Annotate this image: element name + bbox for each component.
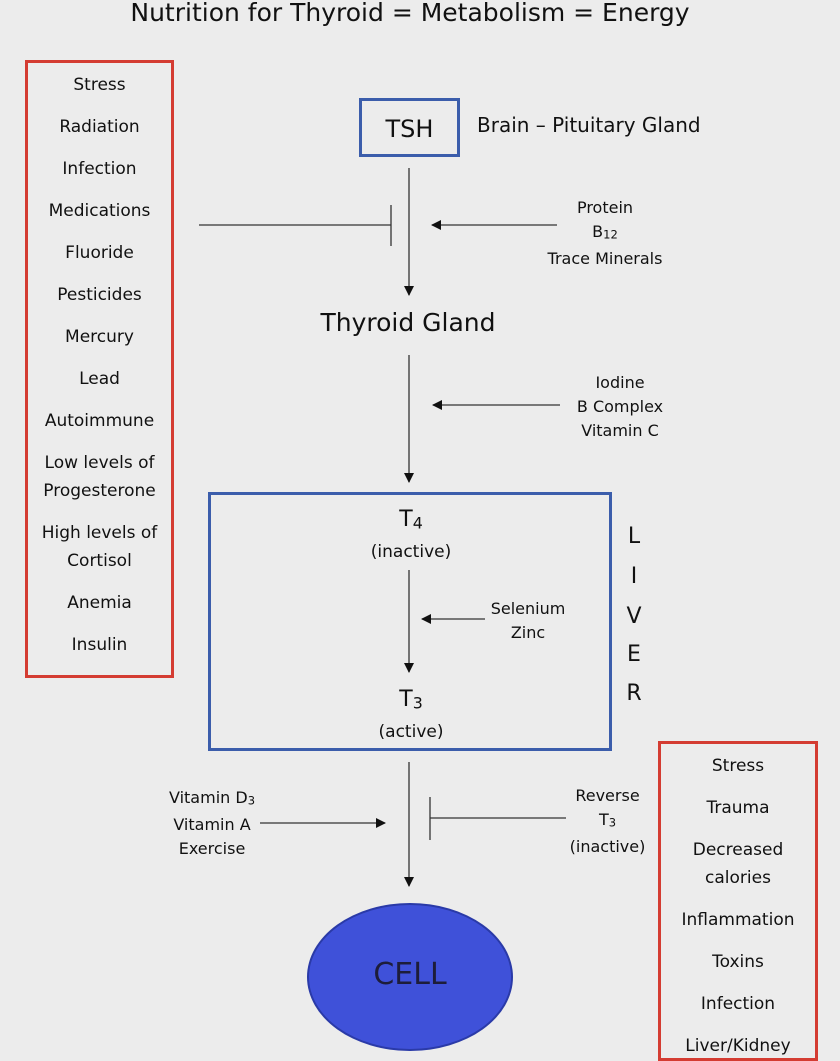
right-inhibitors-box: Stress Trauma Decreased calories Inflamm…: [658, 741, 818, 1061]
nutrient-label: Vitamin C: [581, 421, 659, 440]
nutrient-label: B Complex: [576, 397, 664, 416]
t4-state: (inactive): [370, 542, 452, 562]
tsh-label: TSH: [385, 115, 434, 143]
nutrients-vitamin-d-group: Vitamin D3 Vitamin A Exercise: [142, 786, 282, 861]
left-item: Fluoride: [65, 243, 134, 263]
right-item: Trauma: [706, 798, 770, 818]
liver-letter: V: [626, 604, 642, 629]
reverse-t3-label: (inactive): [569, 836, 646, 856]
nutrient-label: Exercise: [178, 838, 246, 858]
left-item: High levels of: [41, 523, 158, 543]
nutrient-label: B12: [592, 222, 618, 242]
right-item: Toxins: [712, 952, 764, 972]
nutrients-iodine-group: Iodine B Complex Vitamin C: [545, 371, 695, 443]
nutrient-label: Protein: [576, 198, 634, 217]
liver-letter: L: [627, 524, 641, 549]
liver-letter: I: [630, 564, 638, 589]
liver-letter: R: [626, 681, 642, 706]
left-item: Anemia: [67, 593, 132, 613]
tsh-description: Brain – Pituitary Gland: [477, 113, 701, 137]
left-item: Mercury: [65, 327, 134, 347]
nutrient-label: Vitamin D3: [168, 788, 256, 808]
cell-label: CELL: [373, 957, 447, 992]
left-item: Progesterone: [43, 481, 156, 501]
left-item: Medications: [48, 201, 151, 221]
right-item: calories: [705, 868, 771, 888]
t4-label: T4: [399, 507, 423, 533]
right-item: Stress: [711, 756, 765, 776]
nutrients-selenium-group: Selenium Zinc: [473, 597, 583, 645]
diagram-title: Nutrition for Thyroid = Metabolism = Ene…: [130, 0, 690, 27]
tsh-box: TSH: [359, 98, 460, 157]
nutrient-label: Trace Minerals: [547, 248, 663, 268]
right-item: Decreased: [692, 840, 784, 860]
reverse-t3-label: Reverse: [575, 786, 640, 805]
nutrient-label: Selenium: [490, 599, 566, 618]
right-item: Inflammation: [681, 910, 795, 930]
left-item: Cortisol: [67, 551, 132, 571]
left-item: Autoimmune: [44, 411, 155, 431]
left-item: Stress: [73, 75, 126, 95]
t3-state: (active): [378, 722, 444, 742]
nutrients-protein-group: Protein B12 Trace Minerals: [530, 196, 680, 271]
left-inhibitors-box: Stress Radiation Infection Medications F…: [25, 60, 174, 678]
left-item: Lead: [79, 369, 120, 389]
left-item: Infection: [62, 159, 137, 179]
left-item: Pesticides: [57, 285, 142, 305]
reverse-t3-group: Reverse T3 (inactive): [560, 784, 655, 859]
t3-label: T3: [399, 687, 423, 713]
thyroid-gland-label: Thyroid Gland: [320, 308, 496, 337]
cell-ellipse: CELL: [307, 903, 513, 1051]
left-item: Insulin: [71, 635, 128, 655]
nutrient-label: Zinc: [510, 623, 546, 642]
left-item: Low levels of: [44, 453, 155, 473]
liver-conversion-box: T4 (inactive) Selenium Zinc T3 (active): [208, 492, 612, 751]
liver-letter: E: [627, 642, 641, 667]
nutrient-label: Iodine: [595, 373, 645, 392]
right-item: Infection: [700, 994, 776, 1014]
reverse-t3-label: T3: [598, 810, 617, 830]
left-item: Radiation: [59, 117, 140, 137]
nutrient-label: Vitamin A: [173, 814, 251, 834]
